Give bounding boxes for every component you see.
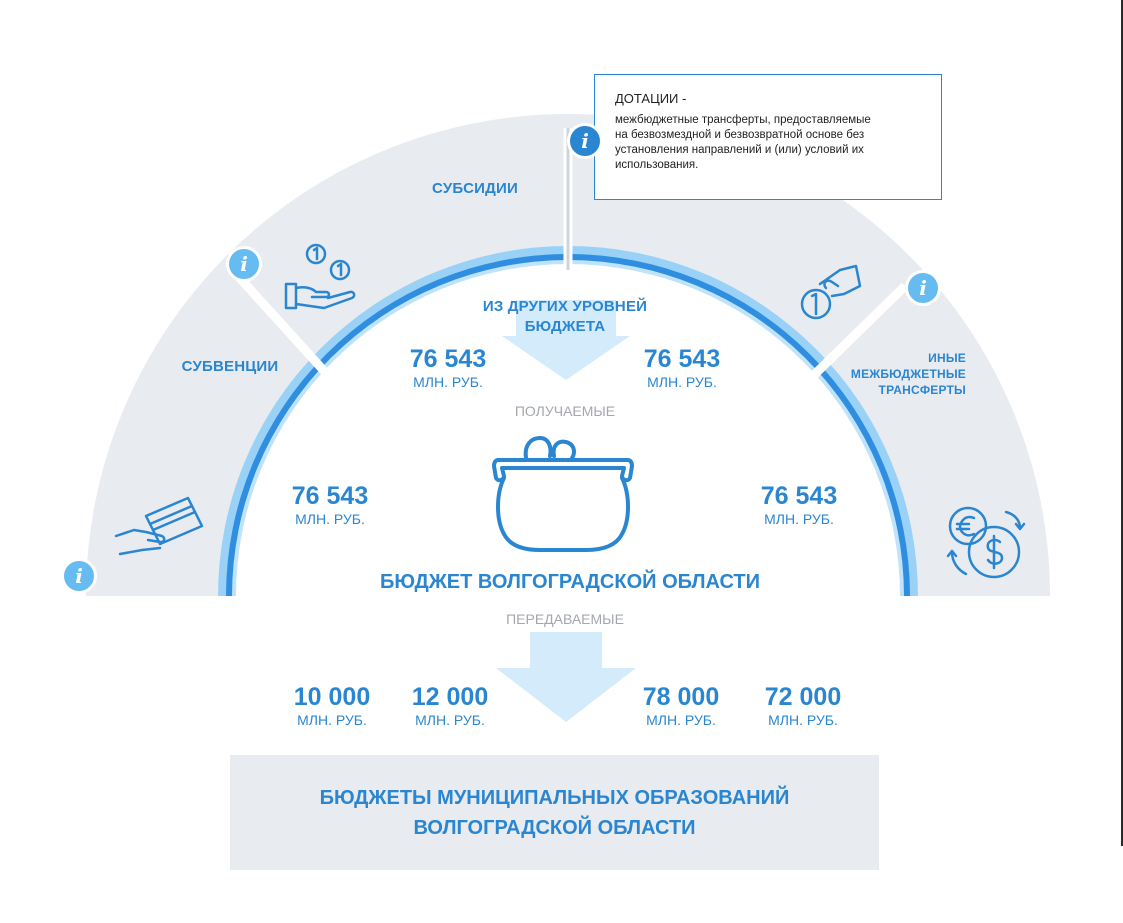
municipal-budgets-line2: ВОЛГОГРАДСКОЙ ОБЛАСТИ <box>413 816 696 839</box>
transferred-value-1: 10 000 МЛН. РУБ. <box>293 683 371 728</box>
info-icon-other-transfers[interactable]: i <box>905 270 941 306</box>
transferred-value-4: 72 000 МЛН. РУБ. <box>764 683 842 728</box>
subventions-label: СУБВЕНЦИИ <box>181 358 279 375</box>
card-hand-icon <box>114 496 204 556</box>
received-label: ПОЛУЧАЕМЫЕ <box>514 403 616 419</box>
divider-left <box>234 272 329 376</box>
transferred-value-3: 78 000 МЛН. РУБ. <box>642 683 720 728</box>
transferred-value-2: 12 000 МЛН. РУБ. <box>411 683 489 728</box>
received-value-3: 76 543 МЛН. РУБ. <box>291 482 369 527</box>
received-arrow <box>502 300 630 380</box>
right-edge-line <box>1121 0 1123 846</box>
municipal-budgets-box: БЮДЖЕТЫ МУНИЦИПАЛЬНЫХ ОБРАЗОВАНИЙ ВОЛГОГ… <box>230 755 879 870</box>
dotations-tooltip: ДОТАЦИИ - межбюджетные трансферты, предо… <box>594 74 942 200</box>
currency-exchange-icon <box>946 506 1026 579</box>
tooltip-text: межбюджетные трансферты, предоставляемые… <box>615 114 871 171</box>
received-value-1: 76 543 МЛН. РУБ. <box>409 345 487 390</box>
subsidies-label: СУБСИДИИ <box>431 180 518 197</box>
info-icon-dotations[interactable]: i <box>567 123 603 159</box>
info-icon-subventions[interactable]: i <box>61 558 97 594</box>
other-transfers-label: ИНЫЕ МЕЖБЮДЖЕТНЫЕ ТРАНСФЕРТЫ <box>850 351 966 397</box>
municipal-budgets-line1: БЮДЖЕТЫ МУНИЦИПАЛЬНЫХ ОБРАЗОВАНИЙ <box>319 786 790 809</box>
divider-right <box>808 282 909 381</box>
coin-drop-hand-icon <box>800 264 862 320</box>
received-value-4: 76 543 МЛН. РУБ. <box>760 482 838 527</box>
from-other-levels-label: ИЗ ДРУГИХ УРОВНЕЙ БЮДЖЕТА <box>482 298 648 335</box>
tooltip-title: ДОТАЦИИ - <box>615 91 687 106</box>
wallet-icon <box>492 436 634 552</box>
transferred-label: ПЕРЕДАВАЕМЫЕ <box>506 611 624 627</box>
inner-budget-area <box>236 264 900 596</box>
budget-title: БЮДЖЕТ ВОЛГОГРАДСКОЙ ОБЛАСТИ <box>379 571 761 593</box>
coins-hand-icon <box>284 243 356 310</box>
info-icon-subsidies[interactable]: i <box>226 246 262 282</box>
received-value-2: 76 543 МЛН. РУБ. <box>643 345 721 390</box>
transferred-arrow <box>496 632 636 722</box>
